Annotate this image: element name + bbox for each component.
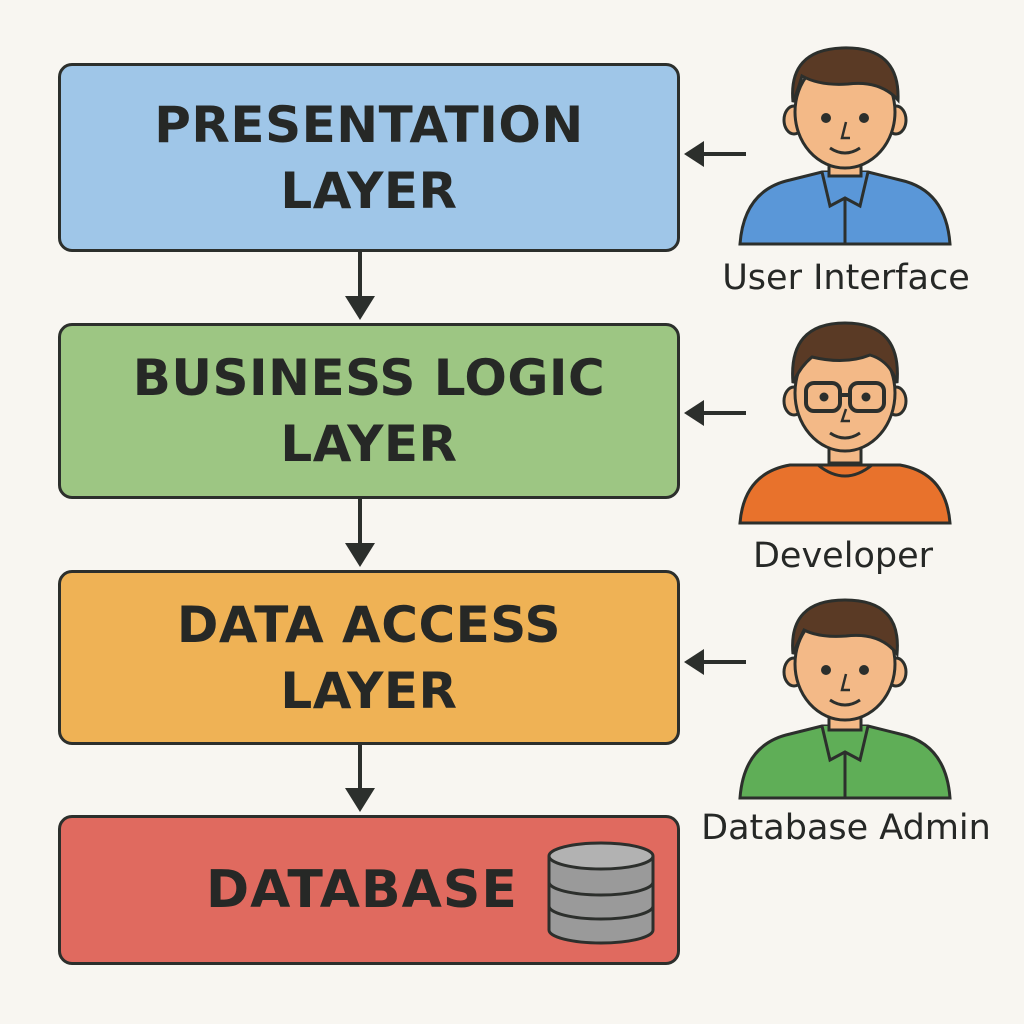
presentation-layer-subtitle: LAYER — [280, 161, 458, 220]
presentation-layer-title: PRESENTATION — [154, 95, 584, 154]
database-admin-label: Database Admin — [701, 808, 991, 848]
data-access-layer-subtitle: LAYER — [280, 661, 458, 720]
database-layer-box: DATABASE — [58, 815, 680, 965]
database-layer-title: DATABASE — [206, 860, 518, 920]
database-cylinder-icon — [547, 841, 655, 945]
data-access-layer-box: DATA ACCESS LAYER — [58, 570, 680, 745]
user-person-icon — [738, 46, 952, 246]
business-logic-layer-box: BUSINESS LOGIC LAYER — [58, 323, 680, 499]
user-interface-label: User Interface — [722, 258, 970, 298]
presentation-layer-box: PRESENTATION LAYER — [58, 63, 680, 252]
business-logic-layer-subtitle: LAYER — [280, 415, 458, 473]
data-access-layer-title: DATA ACCESS — [176, 595, 562, 654]
developer-label: Developer — [752, 536, 933, 576]
business-logic-layer-title: BUSINESS LOGIC — [132, 349, 606, 407]
developer-person-icon — [738, 321, 952, 525]
database-admin-person-icon — [738, 598, 952, 800]
